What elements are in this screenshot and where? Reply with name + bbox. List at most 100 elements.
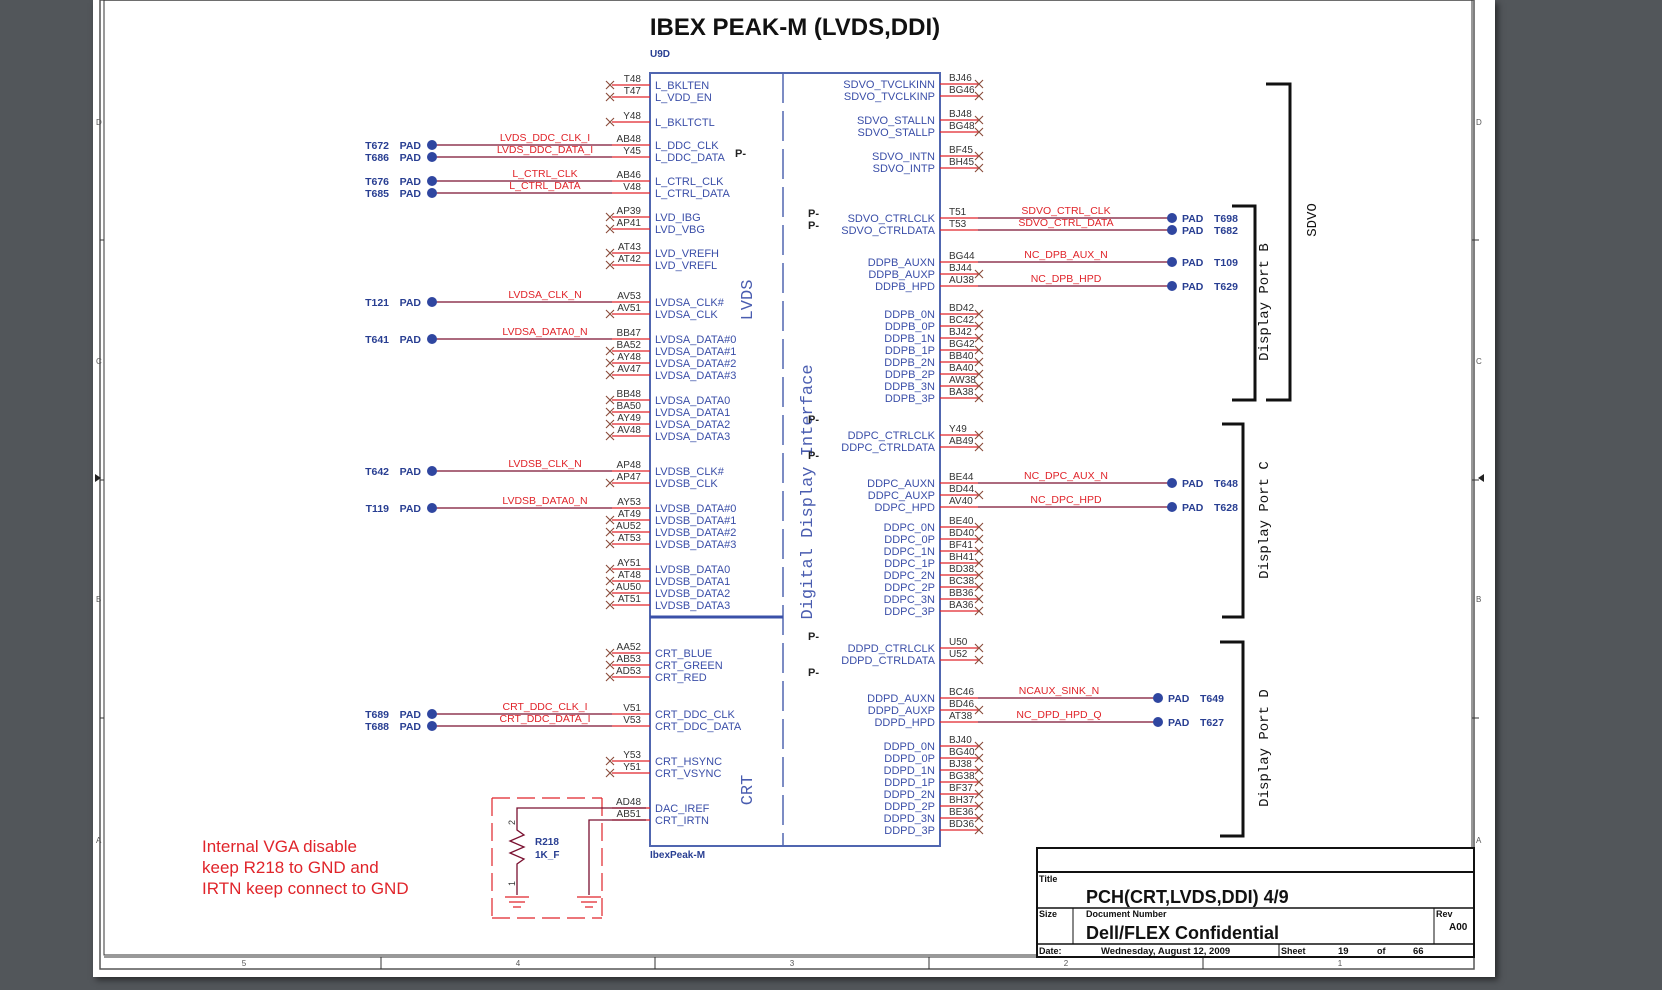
ball-number: BG38 [949,771,975,782]
no-connect-icon [974,570,984,580]
test-pad-icon [1167,281,1177,291]
port-c-bracket [1222,422,1245,619]
ball-number: BH45 [949,157,974,168]
resistor-r218 [508,807,646,895]
no-connect-icon [605,588,615,598]
pin-name: CRT_BLUE [655,648,712,660]
resistor-pin1: 1 [507,881,517,886]
p-marker: P- [808,631,819,643]
pin-name: DDPB_0P [885,321,935,333]
no-connect-icon [974,393,984,403]
no-connect-icon [974,79,984,89]
section-label-lvds: LVDS [739,280,758,321]
test-point-id: T641 [365,334,389,346]
test-pad-icon [427,334,437,344]
ball-number: AD53 [616,666,641,677]
pin-name: SDVO_INTP [873,163,935,175]
test-pad-icon [427,152,437,162]
test-pad-icon [427,188,437,198]
test-pad-icon [1167,257,1177,267]
no-connect-icon [605,407,615,417]
no-connect-icon [974,522,984,532]
no-connect-icon [605,576,615,586]
resistor-pin2: 2 [507,820,517,825]
test-point-id: T698 [1214,213,1238,225]
ball-number: U52 [949,649,968,660]
port-b-bracket [1232,204,1257,402]
net-label: LVDS_DDC_CLK_I [500,132,590,144]
pin-name: LVDSA_CLK [655,309,718,321]
no-connect-icon [605,600,615,610]
ball-number: AP48 [617,460,642,471]
ball-number: BJ46 [949,73,972,84]
ball-number: BF37 [949,783,973,794]
pin-name: DDPD_CTRLCLK [848,643,936,655]
net-label: NC_DPB_AUX_N [1024,249,1107,261]
pin-name: DDPB_AUXN [868,257,935,269]
ball-number: BF45 [949,145,973,156]
ball-number: U50 [949,637,968,648]
ball-number: AT48 [618,570,642,581]
pin-name: DDPD_1N [884,765,935,777]
test-pad-icon [427,466,437,476]
ball-number: AU38 [949,275,974,286]
net-label: L_CTRL_CLK [512,168,577,180]
pin-name: L_DDC_CLK [655,140,719,152]
no-connect-icon [974,269,984,279]
no-connect-icon [605,478,615,488]
zone-row-label: C [96,357,102,366]
pin-name: DDPC_2P [884,582,935,594]
no-connect-icon [974,801,984,811]
ball-number: BG48 [949,121,975,132]
no-connect-icon [605,564,615,574]
pin-name: DDPD_0N [884,741,935,753]
ball-number: BA36 [949,600,974,611]
ball-number: BB40 [949,351,974,362]
no-connect-icon [605,309,615,319]
pin-name: LVDSA_DATA#3 [655,370,736,382]
pin-name: DDPC_0P [884,534,935,546]
pin-name: DDPD_HPD [874,717,935,729]
p-marker: P- [808,667,819,679]
ball-number: AV40 [949,496,973,507]
no-connect-icon [974,430,984,440]
no-connect-icon [605,515,615,525]
test-point-id: T628 [1214,502,1238,514]
pin-name: DDPB_3N [884,381,935,393]
ball-number: AV47 [617,364,641,375]
pin-name: DDPC_CTRLCLK [848,430,936,442]
test-pad-icon [1153,693,1163,703]
net-label: NC_DPC_AUX_N [1024,470,1108,482]
net-label: CRT_DDC_DATA_I [499,713,590,725]
test-point-id: T686 [365,152,389,164]
sheet-title: IBEX PEAK-M (LVDS,DDI) [650,14,940,41]
pad-label: PAD [400,297,422,309]
no-connect-icon [974,369,984,379]
ball-number: Y48 [623,111,641,122]
no-connect-icon [974,777,984,787]
pin-name: SDVO_STALLN [857,115,935,127]
zone-row-label: D [96,118,102,127]
ball-number: V48 [623,182,641,193]
section-label-ddi: Digital Display Interface [799,364,818,619]
